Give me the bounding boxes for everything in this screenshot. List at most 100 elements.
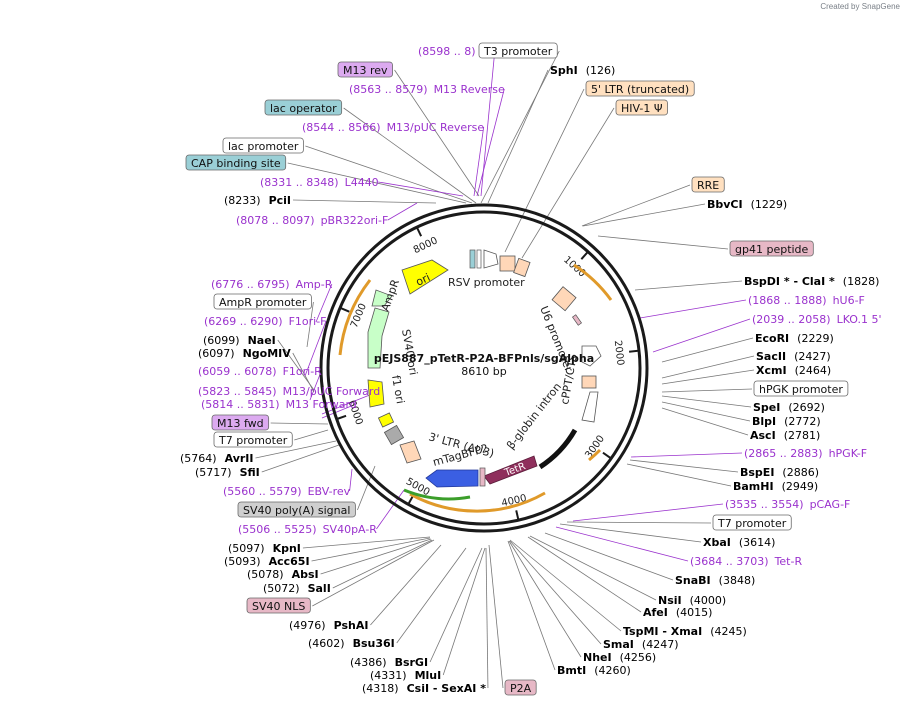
feature-ori-shape[interactable]	[401, 259, 449, 295]
primer-label[interactable]: (1868 .. 1888)hU6-F	[748, 294, 865, 307]
enzyme-label[interactable]: (5072)SalI	[263, 582, 331, 595]
feature-label-box[interactable]: lac promoter	[222, 137, 304, 154]
label-box-text: CAP binding site	[191, 157, 281, 170]
feature-label-box[interactable]: HIV-1 Ψ	[615, 99, 668, 116]
feature-label-box[interactable]: gp41 peptide	[729, 240, 814, 257]
enzyme-label[interactable]: AfeI(4015)	[643, 606, 712, 619]
enzyme-label[interactable]: BamHI(2949)	[733, 480, 818, 493]
enzyme-label[interactable]: NheI(4256)	[583, 651, 656, 664]
feature-rsv-promoter-shape[interactable]	[483, 249, 499, 269]
enzyme-position: (4247)	[642, 638, 679, 651]
enzyme-label[interactable]: SphI(126)	[550, 64, 615, 77]
enzyme-position: (2229)	[797, 332, 834, 345]
enzyme-label[interactable]: EcoRI(2229)	[755, 332, 834, 345]
primer-label[interactable]: (5814 .. 5831)M13 Forward	[201, 398, 357, 411]
feature-cppt-shape[interactable]	[581, 375, 597, 389]
enzyme-label[interactable]: BbvCI(1229)	[707, 198, 787, 211]
feature-u6-promoter-shape[interactable]	[581, 345, 602, 367]
primer-label[interactable]: (2039 .. 2058)LKO.1 5'	[752, 313, 882, 326]
enzyme-label[interactable]: (4331)MluI	[370, 669, 441, 682]
primer-label[interactable]: (5560 .. 5579)EBV-rev	[223, 485, 351, 498]
feature-gp41-shape[interactable]	[572, 314, 582, 326]
feature-label-box[interactable]: M13 rev	[337, 61, 393, 78]
enzyme-label[interactable]: (5717)SfiI	[195, 466, 260, 479]
primer-label[interactable]: (3684 .. 3703)Tet-R	[690, 555, 802, 568]
enzyme-label[interactable]: (4976)PshAI	[289, 619, 368, 632]
enzyme-label[interactable]: SpeI(2692)	[753, 401, 825, 414]
label-box-text: RRE	[697, 179, 719, 192]
enzyme-label[interactable]: (5764)AvrII	[180, 452, 253, 465]
label-box-text: M13 rev	[343, 64, 388, 77]
feature-label-box[interactable]: P2A	[504, 679, 537, 696]
primer-label[interactable]: (5506 .. 5525)SV40pA-R	[238, 523, 377, 536]
leader-line	[476, 88, 505, 197]
primer-label[interactable]: (6776 .. 6795)Amp-R	[211, 278, 333, 291]
enzyme-label[interactable]: NsiI(4000)	[658, 594, 726, 607]
enzyme-position: (6099)	[203, 334, 240, 347]
enzyme-label[interactable]: SmaI(4247)	[603, 638, 678, 651]
enzyme-label[interactable]: XcmI(2464)	[756, 364, 831, 377]
primer-label[interactable]: (3535 .. 3554)pCAG-F	[725, 498, 850, 511]
feature-mtagbfp2-shape[interactable]	[425, 469, 479, 488]
enzyme-label[interactable]: BspEI(2886)	[740, 466, 819, 479]
enzyme-label[interactable]: SacII(2427)	[756, 350, 831, 363]
enzyme-label[interactable]: TspMI - XmaI(4245)	[623, 625, 747, 638]
feature-sv40-polya-shape[interactable]	[383, 424, 405, 446]
enzyme-name: NheI	[583, 651, 612, 664]
feature-hpgk-promoter-shape[interactable]	[581, 391, 599, 423]
feature-label-box[interactable]: CAP binding site	[185, 154, 287, 171]
enzyme-label[interactable]: BlpI(2772)	[752, 415, 821, 428]
primer-label[interactable]: (6269 .. 6290)F1ori-F	[204, 315, 327, 328]
label-box-bg	[337, 61, 393, 78]
enzyme-label[interactable]: (5093)Acc65I	[224, 555, 310, 568]
feature-label-box[interactable]: hPGK promoter	[753, 380, 849, 397]
leader-line	[305, 145, 473, 204]
enzyme-label[interactable]: BspDI * - ClaI *(1828)	[744, 275, 879, 288]
feature-label-box[interactable]: SV40 NLS	[246, 597, 311, 614]
feature-label-box[interactable]: T7 promoter	[213, 431, 293, 448]
feature-label-box[interactable]: AmpR promoter	[213, 293, 312, 310]
leader-line	[639, 299, 747, 319]
feature-label-box[interactable]: SV40 poly(A) signal	[237, 501, 356, 518]
primer-label[interactable]: (8078 .. 8097)pBR322ori-F	[236, 214, 388, 227]
enzyme-label[interactable]: (5097)KpnI	[228, 542, 301, 555]
feature-sv40-ori-shape[interactable]	[377, 412, 395, 428]
leader-line	[349, 468, 353, 492]
feature-label-box[interactable]: lac operator	[264, 99, 343, 116]
feature-rre-shape[interactable]	[551, 286, 577, 312]
primer-label[interactable]: (6059 .. 6078)F1ori-R	[198, 365, 322, 378]
primer-label[interactable]: (8544 .. 8566)M13/pUC Reverse	[302, 121, 484, 134]
primer-label[interactable]: (5823 .. 5845)M13/pUC Forward	[198, 385, 380, 398]
feature-lac-operator[interactable]	[469, 249, 476, 269]
primer-label[interactable]: (8563 .. 8579)M13 Reverse	[349, 83, 505, 96]
enzyme-label[interactable]: (8233)PciI	[224, 194, 291, 207]
enzyme-label[interactable]: XbaI(3614)	[703, 536, 775, 549]
enzyme-label[interactable]: SnaBI(3848)	[675, 574, 755, 587]
enzyme-label[interactable]: (6097)NgoMIV	[198, 347, 291, 360]
feature-label-box[interactable]: M13 fwd	[211, 414, 270, 431]
feature-label-box[interactable]: 5' LTR (truncated)	[585, 80, 695, 97]
feature-label-box[interactable]: RRE	[691, 176, 725, 193]
feature-f1-ori-shape[interactable]	[367, 379, 385, 408]
feature-ampr-promoter-shape[interactable]	[371, 289, 393, 307]
feature-label-box[interactable]: T7 promoter	[712, 514, 792, 531]
feature-beta-globin-shape[interactable]	[538, 428, 578, 470]
enzyme-label[interactable]: (4602)Bsu36I	[308, 637, 395, 650]
feature-3ltr-shape[interactable]	[399, 440, 422, 464]
primer-label[interactable]: (2865 .. 2883)hPGK-F	[744, 447, 867, 460]
feature-5ltr-shape[interactable]	[499, 255, 516, 272]
feature-hiv-psi-shape[interactable]	[513, 257, 531, 278]
enzyme-label[interactable]: (5078)AbsI	[247, 568, 319, 581]
enzyme-label[interactable]: BmtI(4260)	[557, 664, 631, 677]
feature-label-box[interactable]: T3 promoter	[478, 42, 558, 59]
enzyme-label[interactable]: (4318)CsiI - SexAI *	[362, 682, 486, 695]
feature-p2a-shape[interactable]	[479, 467, 486, 487]
primer-label[interactable]: (8331 .. 8348)L4440	[260, 176, 379, 189]
enzyme-label[interactable]: AscI(2781)	[750, 429, 820, 442]
primer-name: pCAG-F	[810, 498, 851, 511]
enzyme-label[interactable]: (4386)BsrGI	[350, 656, 428, 669]
enzyme-label[interactable]: (6099)NaeI	[203, 334, 276, 347]
leader-line	[566, 521, 712, 524]
feature-lac-promoter[interactable]	[476, 249, 482, 269]
feature-ampr-shape[interactable]	[367, 307, 390, 369]
